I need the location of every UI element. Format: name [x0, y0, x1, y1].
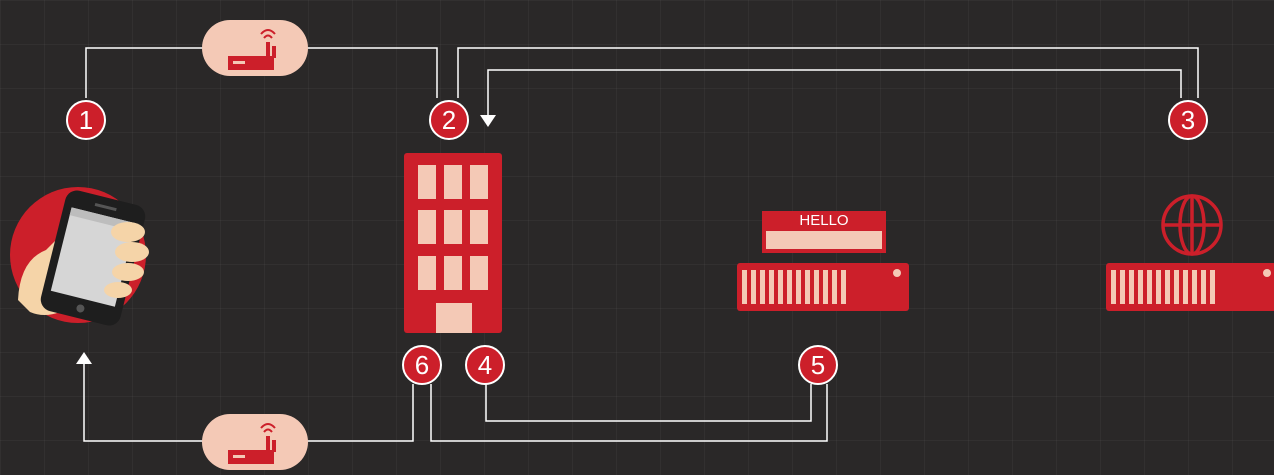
line-router-bottom-to-phone: [84, 362, 205, 441]
phone-in-hand-icon: [10, 187, 149, 328]
office-building-icon: [404, 153, 502, 333]
step-badge-2: 2: [429, 100, 469, 140]
server-rack-icon: [737, 263, 909, 311]
line-router-top-to-building: [305, 48, 437, 98]
line-web-back-to-building: [488, 70, 1181, 115]
router-bottom: [202, 414, 308, 470]
name-tag-icon: HELLO: [762, 211, 886, 253]
hello-label: HELLO: [762, 211, 886, 231]
arrow-up-icon: [76, 352, 92, 364]
step-badge-3: 3: [1168, 100, 1208, 140]
hello-name-field: [766, 231, 882, 249]
globe-icon: [1163, 196, 1221, 254]
step-badge-5: 5: [798, 345, 838, 385]
line-phone-to-router-top: [86, 48, 205, 98]
step-badge-4: 4: [465, 345, 505, 385]
server-rack-icon: [1106, 263, 1274, 311]
connector-lines: [84, 48, 1198, 441]
line-building-to-server: [486, 384, 811, 421]
line-building-to-router-bottom: [305, 384, 413, 441]
line-building-to-web: [458, 48, 1198, 98]
wifi-router-icon: [202, 20, 308, 76]
step-badge-1: 1: [66, 100, 106, 140]
router-top: [202, 20, 308, 76]
wifi-router-icon: [202, 414, 308, 470]
line-server-back-to-building: [431, 384, 827, 441]
step-badge-6: 6: [402, 345, 442, 385]
arrow-down-icon: [480, 115, 496, 127]
